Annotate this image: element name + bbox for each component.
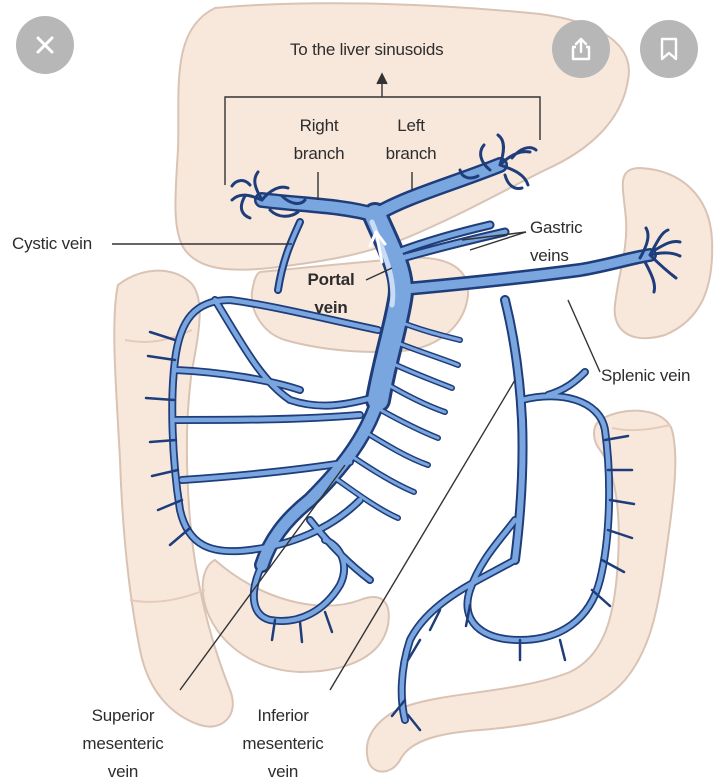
- label-left-branch: Left branch: [380, 116, 442, 164]
- label-left-branch-line2: branch: [385, 144, 437, 163]
- label-splenic-vein: Splenic vein: [601, 366, 691, 385]
- close-button[interactable]: [16, 16, 74, 74]
- inferior-mesenteric-leader: [329, 379, 516, 691]
- label-inferior-line1: Inferior: [257, 706, 309, 725]
- mesentery-rays: [333, 318, 462, 520]
- inferior-mesenteric-vein: [502, 297, 526, 563]
- descending-colon: [365, 409, 677, 773]
- label-portal-vein-line2: vein: [314, 298, 348, 317]
- label-superior-line3: vein: [107, 762, 139, 781]
- right-branch: [256, 194, 381, 221]
- label-inferior-mesenteric-vein: Inferior mesenteric vein: [228, 706, 338, 782]
- superior-mesenteric-leader: [179, 464, 346, 691]
- splenic-vein: [390, 250, 655, 295]
- liver-sinusoid-branches: [230, 133, 538, 220]
- vein-fills: [170, 159, 655, 723]
- left-branch: [369, 159, 506, 221]
- bookmark-button[interactable]: [640, 20, 698, 78]
- portal-trunk: [365, 205, 411, 410]
- gastric-veins-leader-1: [461, 231, 527, 241]
- ascending-colon: [113, 269, 234, 728]
- splenic-vein-leader: [567, 299, 601, 373]
- close-icon: [36, 36, 54, 54]
- label-inferior-line2: mesenteric: [242, 734, 324, 753]
- label-gastric-veins: Gastric veins: [530, 218, 583, 266]
- portal-vein-leader: [365, 267, 393, 281]
- right-arcades: [399, 369, 612, 723]
- label-superior-line1: Superior: [91, 706, 155, 725]
- label-right-branch-line2: branch: [293, 144, 345, 163]
- label-sinusoids: To the liver sinusoids: [290, 40, 444, 59]
- bookmark-icon: [660, 37, 678, 61]
- label-portal-vein-line1: Portal: [307, 270, 355, 289]
- label-gastric-veins-line1: Gastric: [530, 218, 583, 237]
- splenic-fan: [638, 226, 682, 294]
- cystic-vein: [276, 220, 302, 292]
- label-inferior-line3: vein: [267, 762, 299, 781]
- label-gastric-veins-line2: veins: [530, 246, 569, 265]
- label-left-branch-line1: Left: [397, 116, 425, 135]
- gastric-veins-leader-2: [469, 231, 527, 251]
- label-right-branch: Right branch: [288, 116, 350, 164]
- share-button[interactable]: [552, 20, 610, 78]
- label-superior-line2: mesenteric: [82, 734, 164, 753]
- label-right-branch-line1: Right: [299, 116, 339, 135]
- label-superior-mesenteric-vein: Superior mesenteric vein: [68, 706, 178, 782]
- sinusoids-arrowhead: [376, 72, 388, 85]
- flow-arrow: [368, 230, 387, 264]
- share-icon: [571, 37, 591, 61]
- leader-lines: [112, 72, 601, 691]
- label-cystic-vein: Cystic vein: [12, 234, 92, 253]
- left-arcades: [170, 297, 381, 554]
- colon-vasa-recta: [144, 330, 636, 732]
- bowel-haustra: [124, 329, 671, 603]
- gastric-veins: [392, 222, 508, 263]
- venous-tree: [144, 133, 682, 732]
- label-portal-vein: Portal vein: [300, 270, 362, 318]
- lower-arcades: [251, 517, 373, 624]
